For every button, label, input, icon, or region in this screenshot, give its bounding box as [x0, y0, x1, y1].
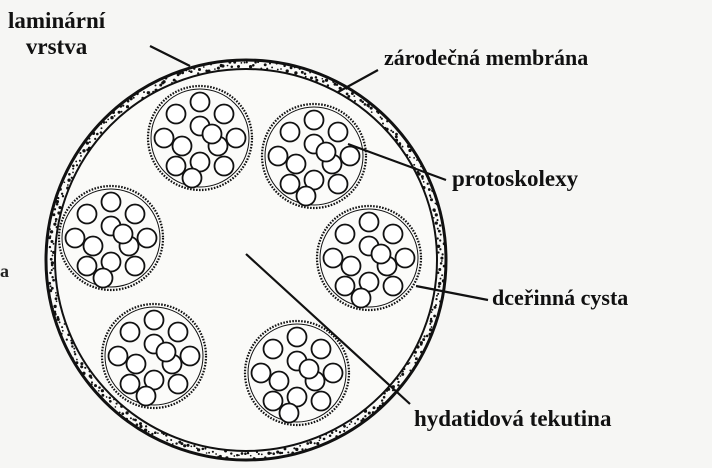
protoscolex	[145, 311, 164, 330]
protoscolex	[169, 323, 188, 342]
protoscolex	[281, 123, 300, 142]
daughter-cyst	[317, 206, 421, 310]
protoscolex	[329, 175, 348, 194]
protoscolex	[215, 157, 234, 176]
label-laminar-line1: laminární	[8, 8, 105, 34]
protoscolex	[78, 257, 97, 276]
protoscolex	[288, 328, 307, 347]
protoscolex	[173, 137, 192, 156]
protoscolex	[281, 175, 300, 194]
protoscolex	[252, 364, 271, 383]
label-protoscolices: protoskolexy	[452, 167, 578, 190]
daughter-cyst	[245, 321, 349, 425]
protoscolex	[78, 205, 97, 224]
protoscolex	[269, 147, 288, 166]
protoscolex	[280, 404, 299, 423]
protoscolex	[297, 187, 316, 206]
label-hydatid-fluid: hydatidová tekutina	[414, 407, 611, 430]
protoscolex	[305, 111, 324, 130]
protoscolex	[138, 229, 157, 248]
protoscolex	[287, 155, 306, 174]
protoscolex	[215, 105, 234, 124]
protoscolex	[324, 364, 343, 383]
protoscolex	[137, 387, 156, 406]
protoscolex	[317, 143, 336, 162]
protoscolex	[336, 225, 355, 244]
protoscolex	[352, 289, 371, 308]
protoscolex	[109, 347, 128, 366]
label-laminar-layer: laminární vrstva	[8, 8, 105, 60]
protoscolex	[169, 375, 188, 394]
protoscolex	[312, 392, 331, 411]
cropped-edge-letter: a	[0, 262, 9, 280]
label-daughter-cyst: dceřinná cysta	[492, 287, 628, 309]
leader-germinal-membrane	[338, 70, 378, 92]
leader-laminar-layer	[150, 46, 190, 66]
protoscolex	[203, 125, 222, 144]
protoscolex	[181, 347, 200, 366]
protoscolex	[227, 129, 246, 148]
protoscolex	[167, 105, 186, 124]
protoscolex	[126, 257, 145, 276]
daughter-cyst	[262, 104, 366, 208]
daughter-cyst	[148, 86, 252, 190]
protoscolex	[264, 340, 283, 359]
protoscolex	[360, 213, 379, 232]
protoscolex	[191, 93, 210, 112]
protoscolex	[329, 123, 348, 142]
protoscolex	[300, 360, 319, 379]
protoscolex	[342, 257, 361, 276]
protoscolex	[121, 375, 140, 394]
protoscolex	[157, 343, 176, 362]
protoscolex	[102, 193, 121, 212]
protoscolex	[121, 323, 140, 342]
daughter-cyst	[59, 186, 163, 290]
protoscolex	[155, 129, 174, 148]
protoscolex	[341, 147, 360, 166]
protoscolex	[126, 205, 145, 224]
label-germinal-membrane: zárodečná membrána	[384, 47, 588, 69]
protoscolex	[324, 249, 343, 268]
protoscolex	[312, 340, 331, 359]
protoscolex	[94, 269, 113, 288]
protoscolex	[167, 157, 186, 176]
protoscolex	[384, 225, 403, 244]
protoscolex	[183, 169, 202, 188]
protoscolex	[66, 229, 85, 248]
label-laminar-line2: vrstva	[8, 34, 105, 60]
protoscolex	[127, 355, 146, 374]
protoscolex	[396, 249, 415, 268]
protoscolex	[384, 277, 403, 296]
protoscolex	[84, 237, 103, 256]
protoscolex	[372, 245, 391, 264]
daughter-cyst	[102, 304, 206, 408]
protoscolex	[264, 392, 283, 411]
protoscolex	[270, 372, 289, 391]
protoscolex	[336, 277, 355, 296]
protoscolex	[114, 225, 133, 244]
